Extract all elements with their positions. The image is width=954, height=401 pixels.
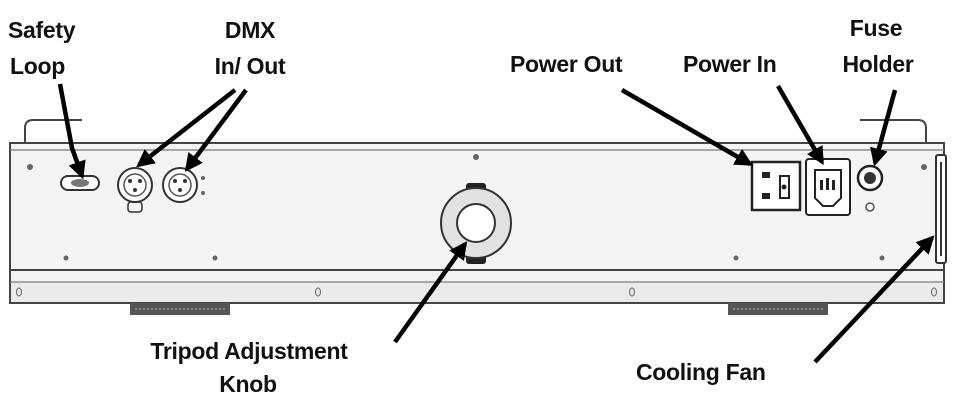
arrow-dmx-in	[136, 88, 237, 168]
label-dmx-line1: DMX	[224, 17, 276, 43]
label-tripod-line1: Tripod Adjustment	[150, 338, 348, 364]
screw-top-center	[473, 154, 479, 160]
dmx-out-connector	[162, 167, 205, 203]
label-power-in: Power In	[683, 51, 777, 77]
power-out-receptacle	[750, 160, 802, 212]
strip-screw-1	[15, 287, 23, 297]
left-foot	[130, 303, 230, 315]
arrow-power-in	[776, 84, 824, 166]
power-in-inlet	[805, 158, 851, 216]
dmx-in-connector	[117, 167, 153, 213]
label-safety-loop-line2: Loop	[10, 53, 65, 79]
screw-mid-3	[733, 255, 739, 261]
right-foot	[728, 303, 828, 315]
arrow-cooling-fan	[813, 235, 935, 364]
arrow-fuse-holder	[870, 89, 898, 167]
fuse-holder	[856, 164, 884, 212]
label-cooling-fan: Cooling Fan	[636, 359, 766, 385]
right-top-ledge	[860, 119, 927, 143]
label-tripod-line2: Knob	[219, 371, 277, 397]
arrow-safety-loop	[57, 83, 86, 180]
screw-mid-4	[879, 255, 885, 261]
cooling-fan-vent	[935, 154, 947, 264]
arrow-dmx-out	[184, 88, 248, 172]
screw-top-left	[27, 164, 33, 170]
screw-mid-2	[212, 255, 218, 261]
arrow-tripod-knob	[393, 241, 468, 344]
lower-strip-fill	[11, 283, 943, 302]
screw-mid-1	[63, 255, 69, 261]
label-safety-loop-line1: Safety	[8, 17, 76, 43]
strip-screw-2	[314, 287, 322, 297]
left-top-ledge	[24, 119, 82, 143]
screw-top-right	[921, 164, 927, 170]
label-fuse-line1: Fuse	[849, 15, 903, 41]
tripod-adjustment-knob	[440, 183, 512, 264]
strip-screw-3	[628, 287, 636, 297]
strip-screw-4	[930, 287, 938, 297]
label-power-out: Power Out	[510, 51, 623, 77]
label-fuse-line2: Holder	[842, 51, 914, 77]
label-dmx-line2: In/ Out	[214, 53, 286, 79]
safety-loop-eyelet	[60, 175, 100, 191]
arrow-power-out	[620, 88, 754, 166]
